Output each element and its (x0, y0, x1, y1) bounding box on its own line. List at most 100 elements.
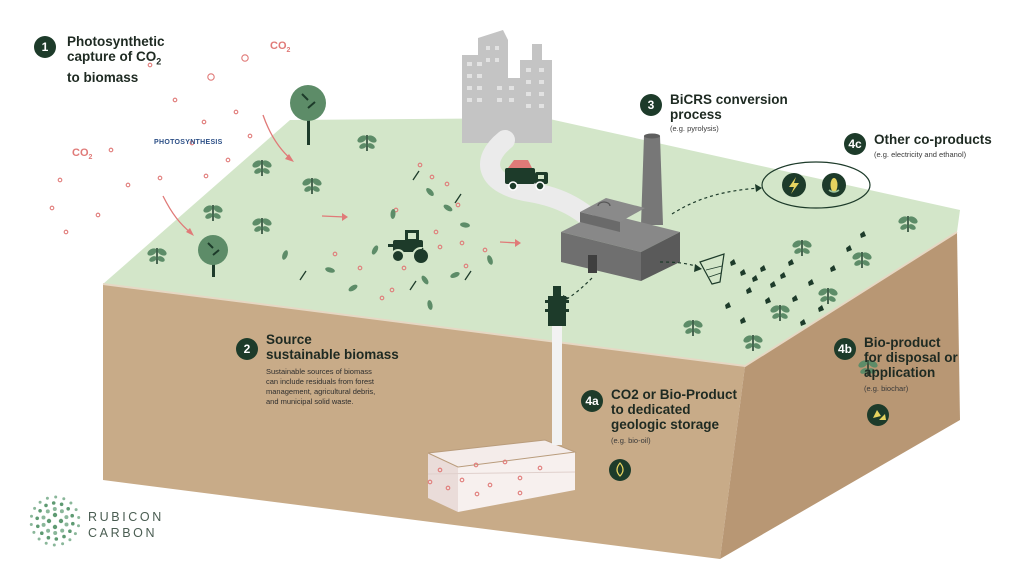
corn-icon (822, 173, 846, 197)
road (480, 130, 610, 236)
biochar-fragment (780, 272, 786, 279)
leaf-icon (426, 187, 434, 197)
co2-dots-layer (49, 54, 543, 497)
sprout-icon (858, 360, 878, 376)
oil-drop-icon (609, 459, 631, 481)
step-4b-badge: 4b (834, 338, 856, 360)
step-1-title: Photosynthetic capture of CO2 to biomass (67, 34, 165, 85)
sprout-icon (683, 320, 703, 336)
co2-particle (517, 490, 523, 496)
co2-particle (189, 140, 195, 146)
co2-particle (332, 251, 338, 257)
twig-icon (464, 270, 472, 281)
co2-particle (444, 181, 450, 187)
co2-particle (417, 162, 423, 168)
leaf-icon (427, 300, 433, 310)
soil-side-face (720, 232, 960, 559)
biochar-fragment (730, 259, 736, 266)
sprout-icon (743, 335, 763, 351)
co2-particle (473, 462, 479, 468)
co2-particle (482, 247, 488, 253)
biochar-fragment (788, 259, 794, 266)
co2-particle (429, 174, 435, 180)
step-4c-note: (e.g. electricity and ethanol) (874, 150, 967, 159)
tree-icon (198, 235, 228, 277)
sprout-icon (770, 305, 790, 321)
twig-icon (299, 270, 307, 281)
leaf-drop-icon (867, 404, 889, 426)
pipe-icon (545, 286, 569, 445)
twig-icon (416, 247, 424, 258)
co2-particle (474, 491, 480, 497)
twig-icon (412, 170, 420, 181)
co2-particle (125, 182, 131, 188)
biochar-fragment (860, 231, 866, 238)
step-4a-note: (e.g. bio-oil) (611, 436, 651, 445)
biochar-fragment (792, 295, 798, 302)
leaf-icon (421, 275, 429, 285)
sprout-icon (302, 178, 322, 194)
co2-label-left: CO2 (72, 147, 93, 162)
sprout-icon (792, 240, 812, 256)
step-3-title: BiCRS conversion process (670, 92, 788, 122)
co2-particle (225, 157, 231, 163)
lightning-icon (782, 173, 806, 197)
tree-icon (290, 85, 326, 145)
biochar-fragments-layer (725, 231, 866, 326)
co2-particle (463, 263, 469, 269)
co2-particle (157, 175, 163, 181)
leaf-icon (348, 284, 358, 292)
co2-particle (207, 73, 215, 81)
step-2-title: Source sustainable biomass (266, 332, 399, 362)
co2-particle (487, 482, 493, 488)
biochar-fragment (800, 319, 806, 326)
leaf-icon (450, 271, 460, 279)
biochar-fragment (818, 305, 824, 312)
co2-particle (437, 244, 443, 250)
co2-particle (459, 240, 465, 246)
step-4c-title: Other co-products (874, 132, 992, 147)
step-2-description: Sustainable sources of biomass can inclu… (266, 367, 376, 406)
sprout-icon (252, 218, 272, 234)
co2-particle (49, 205, 55, 211)
rubicon-logo-icon (29, 495, 81, 547)
sprout-icon (818, 288, 838, 304)
co2-particle (95, 212, 101, 218)
biochar-fragment (765, 297, 771, 304)
co2-particle (357, 265, 363, 271)
leaf-icon (282, 250, 288, 260)
co2-particle (379, 295, 385, 301)
co2-particle (57, 177, 63, 183)
sprout-icon (357, 135, 377, 151)
biochar-fragment (760, 265, 766, 272)
biochar-fragment (830, 265, 836, 272)
photosynthesis-label: PHOTOSYNTHESIS (154, 139, 223, 146)
leaf-icon (487, 255, 493, 265)
leaf-icon (443, 204, 453, 212)
co2-particle (517, 475, 523, 481)
biochar-icon (699, 253, 725, 285)
sprout-icon (252, 160, 272, 176)
soil-front-face (103, 284, 745, 559)
step-4a-badge: 4a (581, 390, 603, 412)
sprout-icon (203, 205, 223, 221)
co2-particle (433, 229, 439, 235)
co2-particle (427, 479, 433, 485)
biochar-fragment (725, 302, 731, 309)
step-3-note: (e.g. pyrolysis) (670, 124, 719, 133)
co2-particle (247, 133, 253, 139)
brand-wordmark: RUBICON CARBON (88, 510, 164, 540)
city-skyline (462, 30, 552, 143)
sprout-icon (147, 248, 167, 264)
biochar-fragment (746, 287, 752, 294)
step-4b-title: Bio-product for disposal or application (864, 335, 958, 380)
truck-icon (505, 160, 548, 191)
co2-particle (147, 62, 153, 68)
biomass-debris-layer (282, 170, 493, 310)
storage-tank-icon (427, 439, 577, 512)
step-2-badge: 2 (236, 338, 258, 360)
step-3-badge: 3 (640, 94, 662, 116)
sprout-icon (898, 216, 918, 232)
co2-particle (537, 465, 543, 471)
